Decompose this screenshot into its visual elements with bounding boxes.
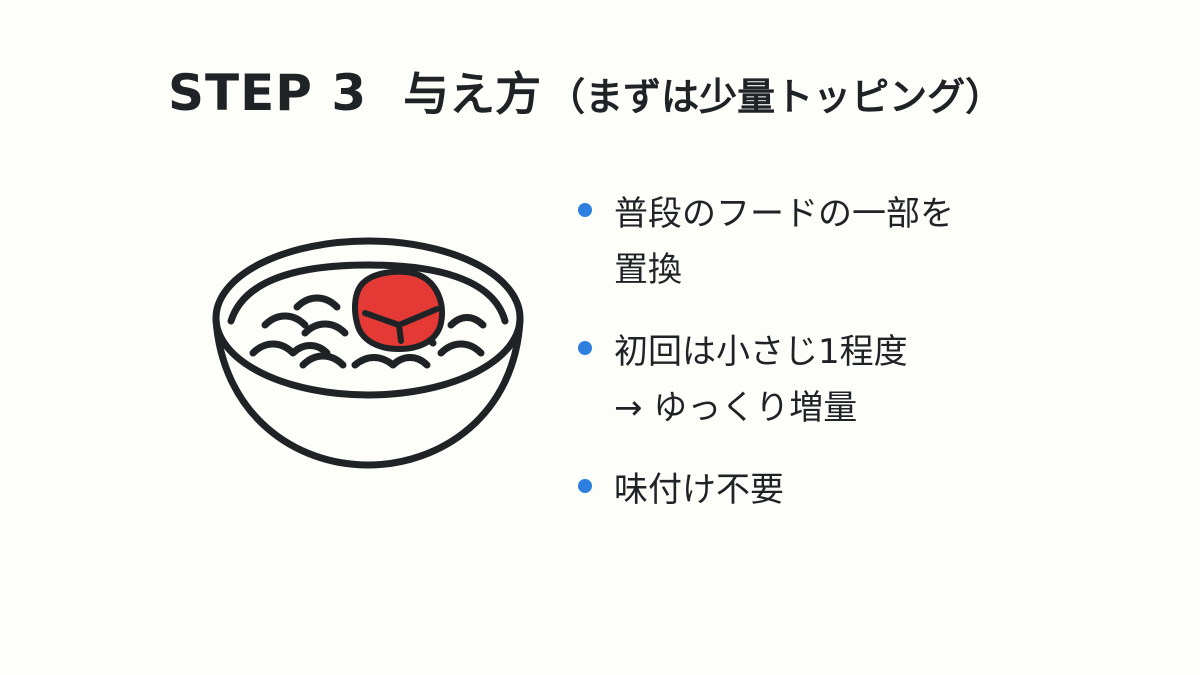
rice-line xyxy=(301,320,349,337)
rice-line xyxy=(261,312,309,329)
bowl-with-topping-icon xyxy=(212,237,524,469)
umeboshi-topping xyxy=(352,268,445,352)
list-item: 味付け不要 xyxy=(578,462,1018,518)
title-step: STEP 3 xyxy=(168,64,368,122)
bowl-inner-rim xyxy=(227,261,509,325)
rice-line xyxy=(351,354,431,369)
rice-line xyxy=(447,314,487,329)
slide-title: STEP 3 与え方 （まずは少量トッピング） xyxy=(168,58,1003,122)
bullet-dot-icon xyxy=(578,341,592,355)
bullet-text: 普段のフードの一部を xyxy=(614,194,954,234)
title-subtitle: （まずは少量トッピング） xyxy=(547,75,1004,119)
rice-line xyxy=(299,352,347,369)
rice-line xyxy=(437,340,485,357)
bullet-text: 置換 xyxy=(614,250,682,290)
bullet-dot-icon xyxy=(578,479,592,493)
bowl-body xyxy=(212,316,524,469)
title-main: 与え方 xyxy=(403,67,542,121)
bullet-dot-icon xyxy=(578,203,592,217)
bowl-illustration xyxy=(205,225,535,485)
rice-line xyxy=(249,340,331,357)
bullet-text: → ゆっくり増量 xyxy=(614,388,858,428)
bullet-text: 味付け不要 xyxy=(614,470,784,510)
bullet-list: 普段のフードの一部を 置換 初回は小さじ1程度 → ゆっくり増量 味付け不要 xyxy=(578,186,1018,544)
list-item: 普段のフードの一部を 置換 xyxy=(578,186,1018,298)
rice-line xyxy=(293,294,341,311)
list-item: 初回は小さじ1程度 → ゆっくり増量 xyxy=(578,324,1018,436)
bullet-text: 初回は小さじ1程度 xyxy=(614,332,908,372)
